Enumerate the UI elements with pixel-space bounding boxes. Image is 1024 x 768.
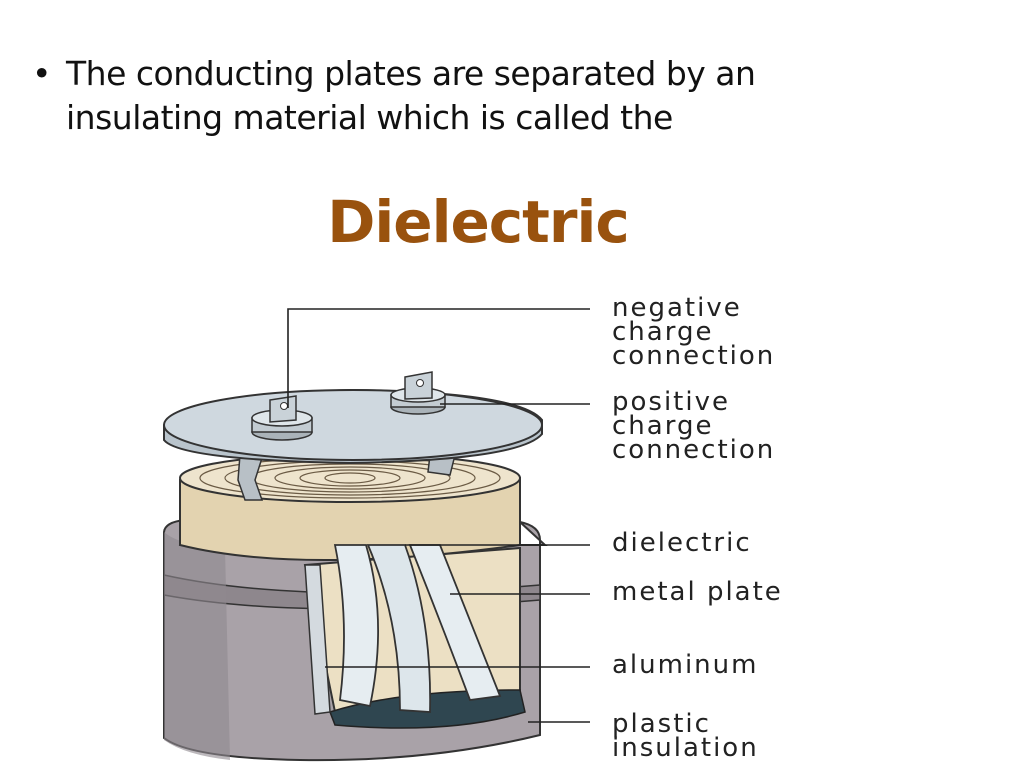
bullet-marker: • — [32, 54, 52, 93]
highlight-title: Dielectric — [327, 188, 630, 256]
label-aluminum: aluminum — [612, 650, 759, 680]
dielectric-strip — [366, 544, 432, 713]
label-metal-plate: metal plate — [612, 577, 783, 607]
negative-terminal — [251, 395, 313, 441]
label-negative-charge-connection: negative charge connection — [612, 293, 776, 371]
positive-terminal — [390, 371, 446, 415]
capacitor-diagram — [163, 308, 590, 762]
label-plastic-insulation: plastic insulation — [612, 709, 759, 763]
metal-plate-strip — [333, 544, 379, 708]
label-positive-charge-connection: positive charge connection — [612, 387, 776, 465]
bullet-text: The conducting plates are separated by a… — [66, 54, 756, 137]
label-dielectric: dielectric — [612, 528, 752, 558]
